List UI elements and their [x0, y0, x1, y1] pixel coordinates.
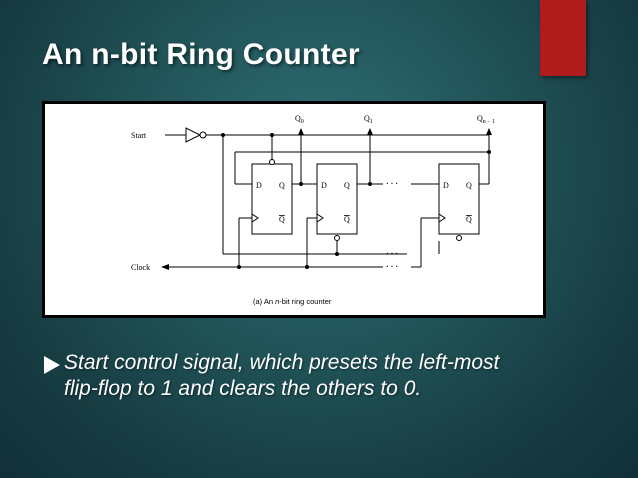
start-label: Start [131, 131, 147, 140]
ellipsis-clock: · · · [386, 262, 398, 271]
q1-label: Q1 [364, 114, 373, 125]
ff0-q-label: Q [279, 181, 285, 190]
ffn-q-label: Q [466, 181, 472, 190]
slide-title: An n-bit Ring Counter [42, 38, 360, 71]
ring-counter-figure: Start Clock Q0 Q1 Qn − 1 D Q Q D Q Q D Q… [42, 101, 546, 318]
ellipsis-clear: · · · [386, 249, 398, 258]
ff0-d-label: D [256, 181, 262, 190]
q0-label: Q0 [295, 114, 304, 125]
ring-counter-diagram: Start Clock Q0 Q1 Qn − 1 D Q Q D Q Q D Q… [131, 114, 495, 306]
ffn-d-label: D [443, 181, 449, 190]
accent-bar [540, 0, 586, 76]
ff0-qbar-label: Q [279, 215, 285, 224]
bullet-item: Start control signal, which presets the … [44, 350, 564, 402]
triangle-bullet-icon [44, 356, 64, 379]
ff1-qbar-label: Q [344, 215, 350, 224]
qn-label: Qn − 1 [477, 114, 495, 125]
ffn-qbar-label: Q [466, 215, 472, 224]
figure-caption: (a) An n-bit ring counter [253, 297, 332, 306]
ff1-q-label: Q [344, 181, 350, 190]
ellipsis-q: · · · [386, 179, 398, 188]
bullet-text: Start control signal, which presets the … [64, 351, 500, 400]
clock-label: Clock [131, 263, 150, 272]
ff1-d-label: D [321, 181, 327, 190]
